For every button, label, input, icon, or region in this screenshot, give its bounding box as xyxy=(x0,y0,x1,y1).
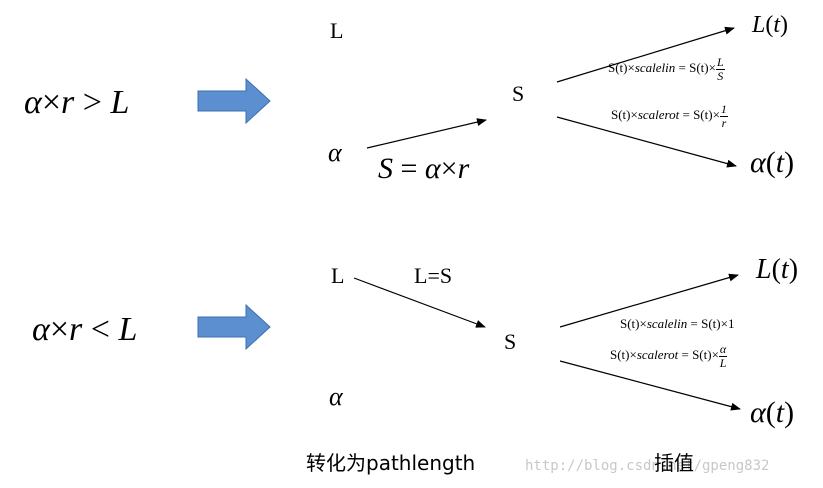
output-alpha-t-bottom: α(t) xyxy=(750,396,795,429)
watermark: http://blog.csdn.net/gpeng832 xyxy=(525,458,770,474)
condition-bottom: α×r < L xyxy=(32,311,138,348)
node-L-bottom: L xyxy=(331,263,345,288)
node-alpha-top: α xyxy=(328,138,342,167)
condition-top: α×r > L xyxy=(24,84,130,121)
caption-interpolation: 插值 xyxy=(654,451,694,475)
edge-label-top: S = α×r xyxy=(378,152,470,185)
caption-pathlength: 转化为pathlength xyxy=(306,451,476,475)
edge-label-bottom: L=S xyxy=(414,263,453,288)
edge-s-to-Lt-bottom xyxy=(559,273,739,328)
node-S-bottom: S xyxy=(504,329,517,354)
edge-s-to-alphat-bottom xyxy=(559,360,741,411)
node-S-top: S xyxy=(512,81,525,106)
edge-s-to-alphat-top xyxy=(556,116,737,168)
edge-s-to-Lt-top xyxy=(556,26,735,83)
output-L-t-top: L(t) xyxy=(752,12,789,38)
block-arrow-bottom xyxy=(197,303,271,351)
block-arrow-top xyxy=(197,77,271,125)
edge-alpha-to-s-top xyxy=(366,118,487,149)
output-L-t-bottom: L(t) xyxy=(756,254,799,285)
node-alpha-bottom: α xyxy=(329,382,343,411)
formula-scalelin-bottom: S(t)×scalelin = S(t)×1 xyxy=(620,316,735,331)
output-alpha-t-top: α(t) xyxy=(750,146,795,179)
edge-L-to-s-bottom xyxy=(353,277,486,328)
node-L-top: L xyxy=(330,18,344,43)
